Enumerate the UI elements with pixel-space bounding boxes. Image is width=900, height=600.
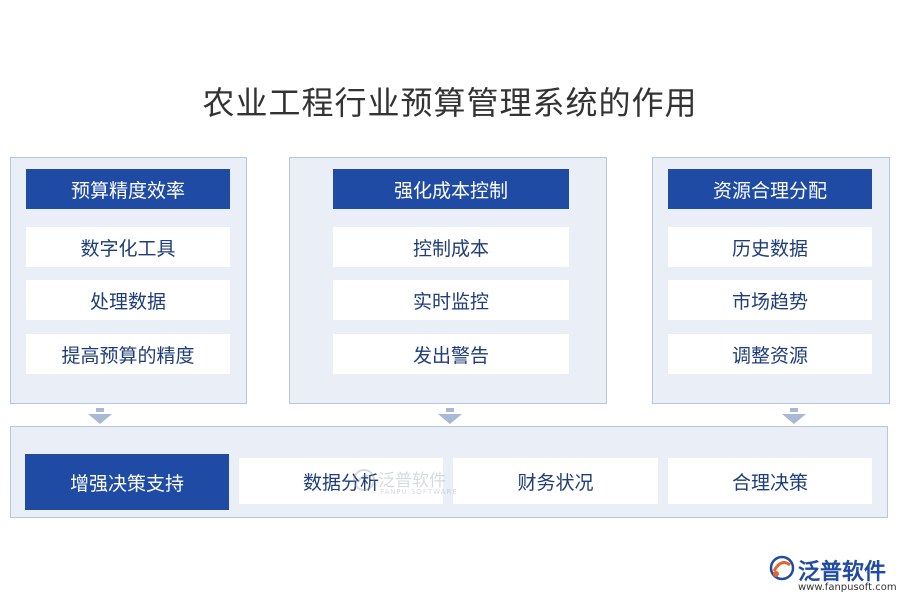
down-arrow-icon — [438, 408, 462, 426]
panel-item: 合理决策 — [668, 458, 872, 504]
down-arrow-icon — [88, 408, 112, 426]
panel-heading: 强化成本控制 — [333, 169, 569, 209]
panel-budget-precision: 预算精度效率 数字化工具 处理数据 提高预算的精度 — [10, 157, 247, 404]
down-arrow-icon — [782, 408, 806, 426]
panel-item: 财务状况 — [453, 458, 658, 504]
panel-decision-support: 增强决策支持 数据分析 财务状况 合理决策 — [10, 426, 888, 518]
panel-item: 实时监控 — [333, 280, 569, 320]
panel-item: 数字化工具 — [26, 227, 230, 267]
panel-item: 市场趋势 — [668, 280, 872, 320]
panel-item: 发出警告 — [333, 334, 569, 374]
panel-cost-control: 强化成本控制 控制成本 实时监控 发出警告 — [289, 157, 607, 404]
panel-item: 处理数据 — [26, 280, 230, 320]
panel-resource-allocation: 资源合理分配 历史数据 市场趋势 调整资源 — [652, 157, 890, 404]
panel-heading: 预算精度效率 — [26, 169, 230, 209]
brand-name: 泛普软件 — [798, 560, 887, 585]
brand-logo: 泛普软件 www.fanpusoft.com — [768, 552, 897, 596]
panel-item: 提高预算的精度 — [26, 334, 230, 374]
panel-heading: 资源合理分配 — [668, 169, 872, 209]
panel-heading: 增强决策支持 — [25, 454, 229, 510]
panel-item: 数据分析 — [239, 458, 443, 504]
page-title: 农业工程行业预算管理系统的作用 — [202, 84, 698, 122]
panel-item: 控制成本 — [333, 227, 569, 267]
panel-item: 历史数据 — [668, 227, 872, 267]
panel-item: 调整资源 — [668, 334, 872, 374]
brand-url: www.fanpusoft.com — [798, 582, 897, 593]
brand-logo-icon — [769, 555, 795, 581]
